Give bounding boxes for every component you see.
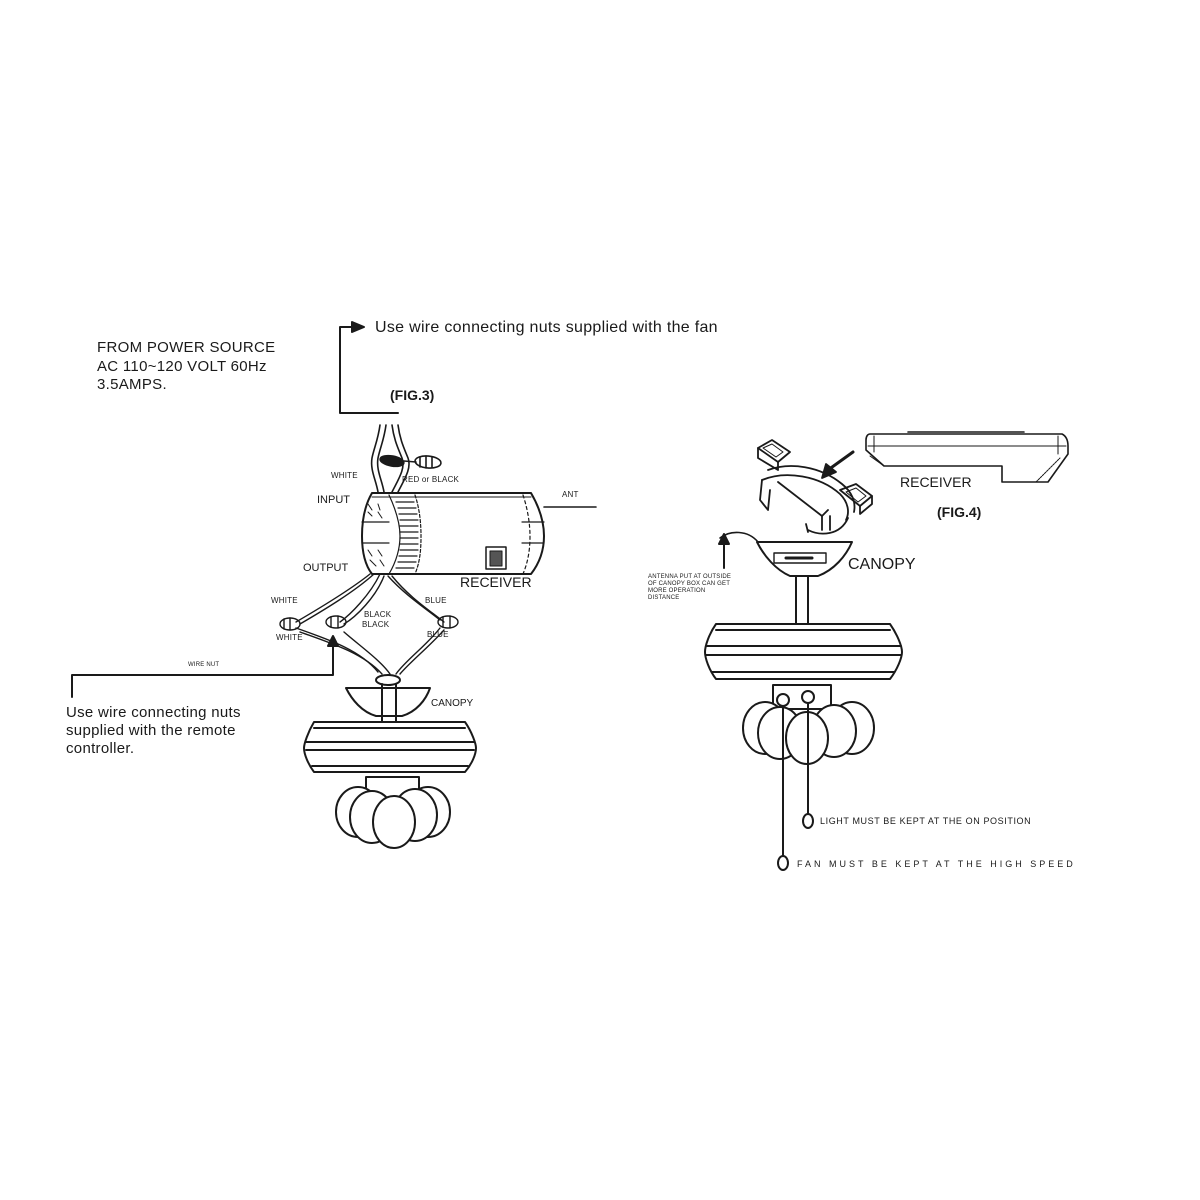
antenna-note-line-2: OF CANOPY BOX CAN GET [648, 580, 731, 587]
mounting-bracket [757, 439, 873, 535]
light-position-note: LIGHT MUST BE KEPT AT THE ON POSITION [820, 816, 1032, 826]
label-black-top: BLACK [364, 610, 392, 619]
label-canopy-fig4: CANOPY [848, 556, 916, 573]
antenna-note: ANTENNA PUT AT OUTSIDE OF CANOPY BOX CAN… [648, 574, 731, 602]
label-wire-nut: WIRE NUT [188, 662, 220, 668]
fan-speed-note: FAN MUST BE KEPT AT THE HIGH SPEED [797, 859, 1076, 869]
fan-pull-chain-knob [777, 855, 789, 871]
antenna-note-line-4: DISTANCE [648, 594, 680, 601]
top-note-leader-line [339, 321, 399, 414]
label-receiver-fig3: RECEIVER [460, 574, 532, 590]
label-blue-top: BLUE [425, 596, 447, 605]
bottom-note-line-2: supplied with the remote [66, 722, 236, 739]
receiver-fig4 [865, 431, 1069, 483]
label-output: OUTPUT [303, 562, 349, 574]
label-black-bottom: BLACK [362, 620, 390, 629]
antenna-note-line-3: MORE OPERATION [648, 587, 706, 594]
light-pull-chain-knob [802, 813, 814, 829]
canopy-fig4 [718, 531, 853, 625]
wire-nut-pointer [71, 635, 339, 698]
label-red-or-black: RED or BLACK [402, 475, 460, 484]
power-source-line-3: 3.5AMPS. [97, 376, 167, 393]
power-source-line-2: AC 110~120 VOLT 60Hz [97, 358, 267, 375]
ceiling-fan-fig3 [303, 674, 477, 849]
receiver-box-fig3 [361, 492, 597, 575]
label-white-out-bottom: WHITE [276, 633, 303, 642]
label-white-input: WHITE [331, 471, 358, 480]
input-wires [370, 424, 442, 493]
bottom-note-line-1: Use wire connecting nuts [66, 704, 241, 721]
fig4-caption: (FIG.4) [937, 504, 982, 520]
label-blue-bottom: BLUE [427, 630, 449, 639]
top-wire-nut-note: Use wire connecting nuts supplied with t… [375, 319, 718, 336]
label-white-out-top: WHITE [271, 596, 298, 605]
antenna-note-line-1: ANTENNA PUT AT OUTSIDE [648, 574, 732, 580]
output-wires [279, 573, 459, 675]
label-receiver-fig4: RECEIVER [900, 474, 972, 490]
fig3-caption: (FIG.3) [390, 387, 435, 403]
label-ant: ANT [562, 490, 579, 499]
power-source-line-1: FROM POWER SOURCE [97, 339, 276, 356]
label-input: INPUT [317, 494, 350, 506]
bottom-note-line-3: controller. [66, 740, 135, 757]
ceiling-fan-fig4 [704, 623, 903, 857]
label-canopy-fig3: CANOPY [431, 698, 474, 709]
